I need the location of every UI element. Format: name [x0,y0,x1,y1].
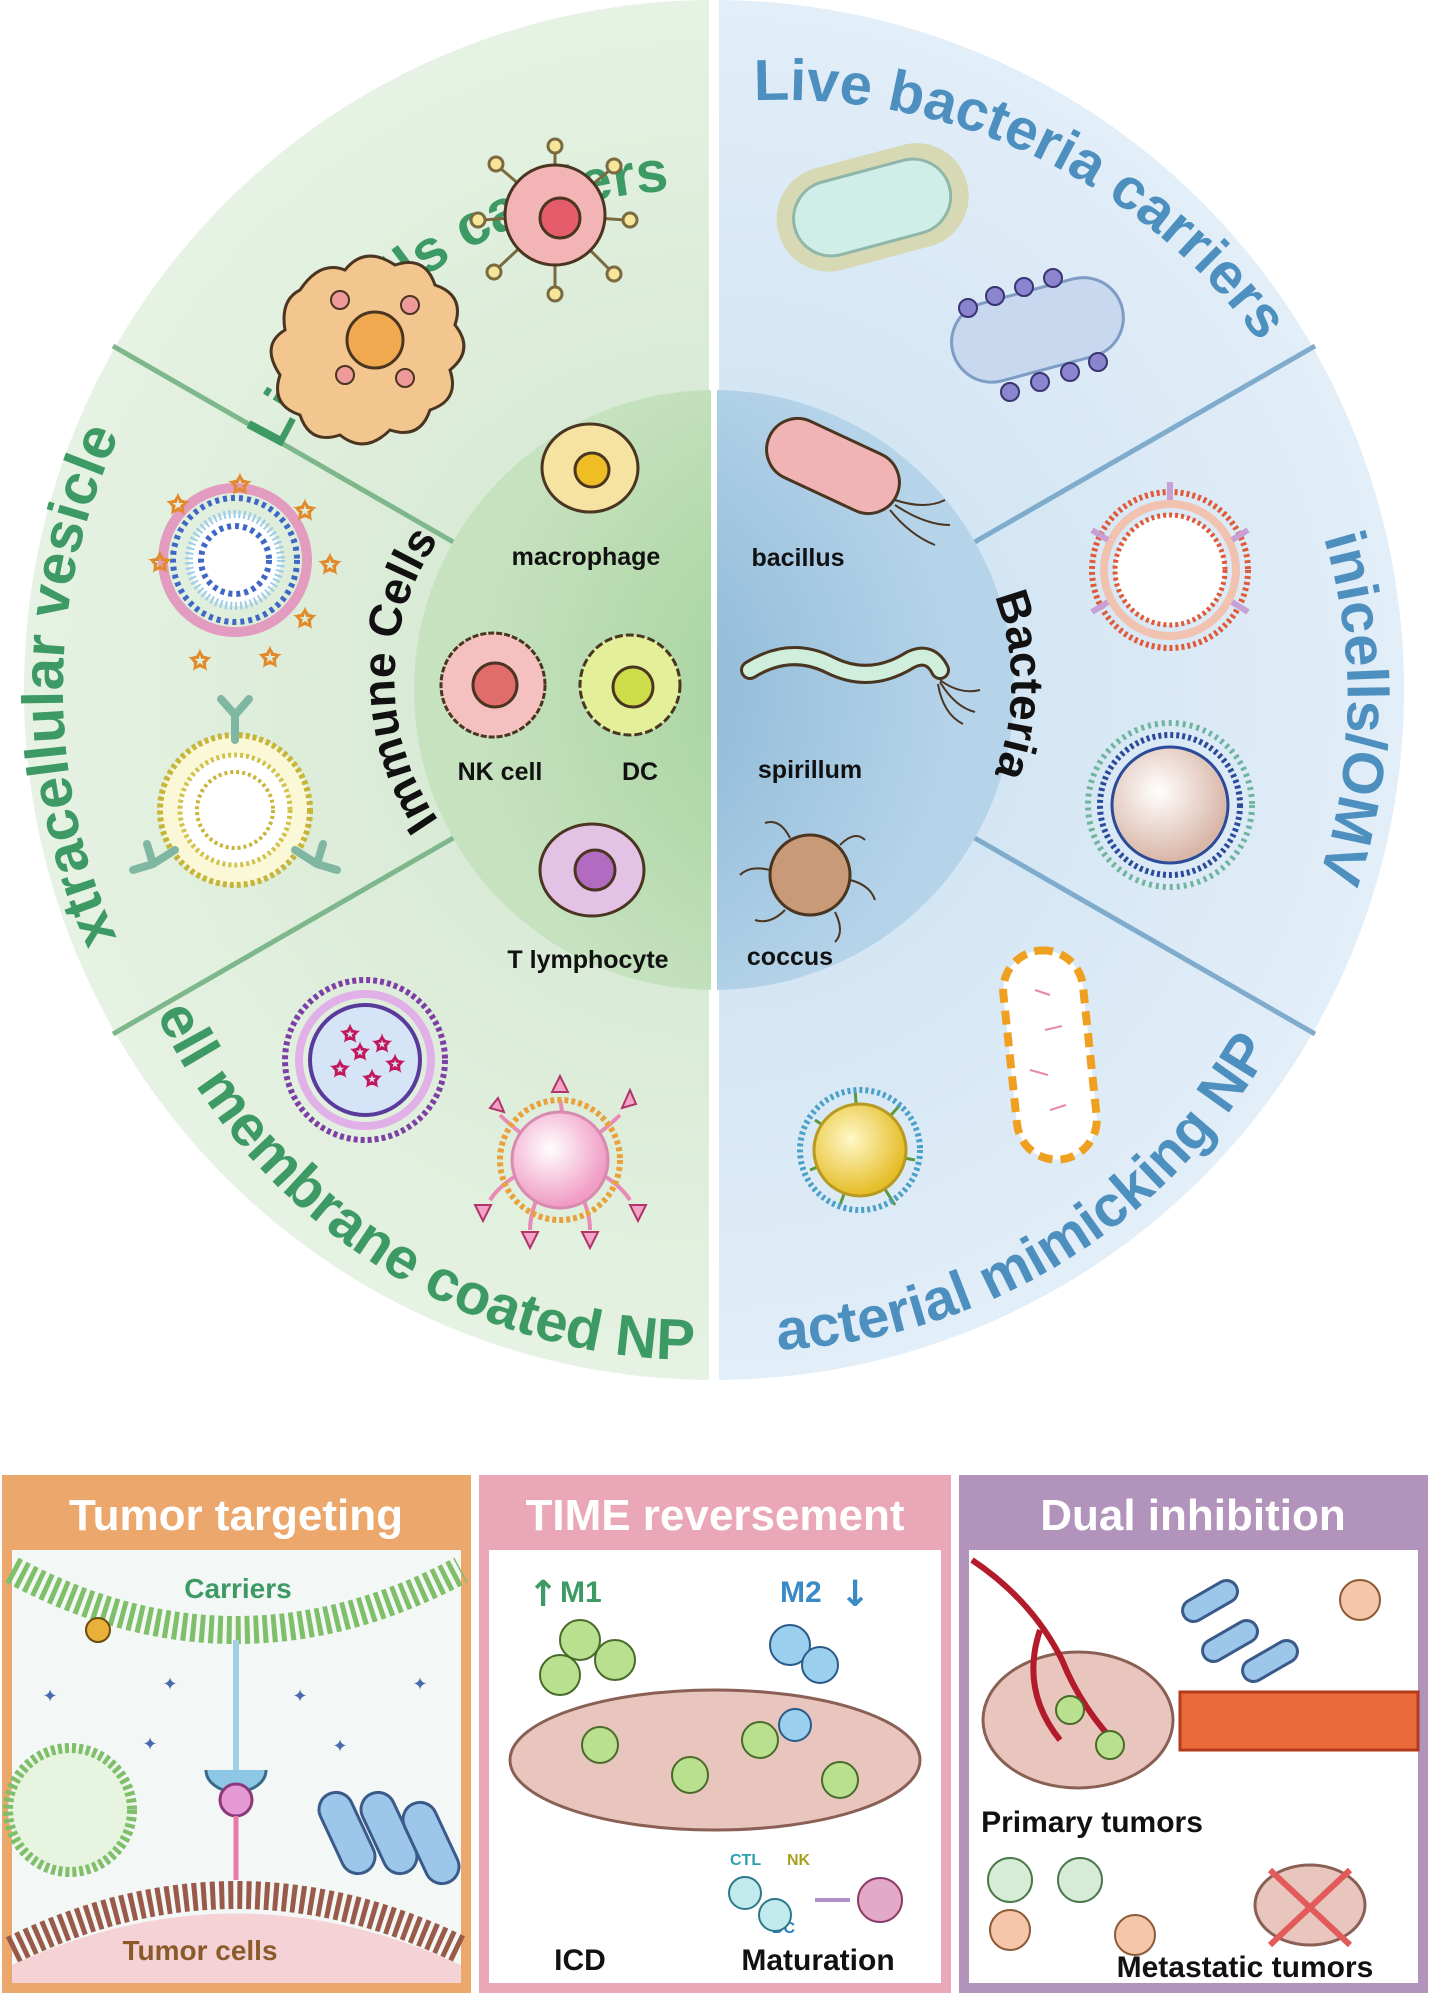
svg-text:✦: ✦ [292,1686,307,1706]
right-sector-dividers [971,343,1317,1037]
carriers-label: Carriers [184,1573,291,1604]
blood-vessel [1178,1690,1420,1752]
svg-text:✦: ✦ [412,1674,427,1694]
nk-label: NK [787,1852,811,1869]
minicell-illustration [1089,482,1251,651]
ctl-label: CTL [730,1852,761,1869]
icd-label: ICD [554,1944,606,1977]
spirillum-label: spirillum [758,756,862,784]
svg-text:↓: ↓ [840,1574,870,1615]
svg-text:✩: ✩ [191,648,209,673]
svg-text:✦: ✦ [42,1686,57,1706]
antibody-vesicle-illustration [129,695,341,888]
macrophage-label: macrophage [512,543,661,571]
panel-dual-inhibition: Dual inhibition Primary tumors Met [959,1475,1428,1993]
svg-text:✩: ✩ [352,1042,367,1062]
t-lymphocyte-label: T lymphocyte [507,946,668,974]
svg-text:↑: ↑ [528,1574,558,1615]
svg-text:✩: ✩ [231,472,249,497]
left-outer-half [24,0,714,1380]
bacillus-label: bacillus [751,544,844,572]
ligand-coated-np-illustration [473,1073,648,1251]
tumor-tissue [508,1688,922,1832]
svg-text:✩: ✩ [321,552,339,577]
svg-text:✩: ✩ [374,1034,389,1054]
svg-text:✩: ✩ [332,1059,347,1079]
tumor-membrane [5,1881,468,1963]
nk-cell-label: NK cell [458,758,543,786]
exosome-illustration: ✩ ✩ ✩ ✩ ✩ ✩ ✩ ✩ [150,471,340,674]
bacteria-carrier-illustration [776,143,1125,402]
panel1-title: Tumor targeting [69,1491,403,1540]
panel-tumor-targeting: Tumor targeting Carriers Tumor cells ✦ ✦ ✦… [2,1475,471,1993]
panel3-title: Dual inhibition [1040,1491,1346,1540]
dc-label: DC [622,758,658,786]
dendritic-core-illustration [578,633,682,737]
svg-text:✩: ✩ [151,550,169,575]
svg-text:✩: ✩ [387,1054,402,1074]
membrane-coated-np-illustration: ✩✩✩ ✩✩✩ [282,977,448,1143]
bacillus-illustration [765,417,951,546]
panel2-title: TIME reversement [525,1491,904,1540]
bacterial-mimicking-np-illustration [797,1087,923,1213]
wheel-diagram: Live cells carriers Extracellular vesicl… [0,0,1404,1380]
svg-text:✦: ✦ [162,1674,177,1694]
coccus-illustration [739,821,876,943]
panel-time-reversement: TIME reversement M1 ↑ M2 ↓ ICD Maturatio… [479,1475,951,1993]
right-outer-half [714,0,1404,1380]
svg-text:✩: ✩ [261,645,279,670]
nk-cell-illustration [439,631,547,739]
left-sector-dividers [111,343,457,1037]
carrier-membrane [5,1557,468,1644]
svg-text:✦: ✦ [142,1734,157,1754]
maturation-label: Maturation [741,1944,894,1977]
m2-label: M2 [780,1576,822,1609]
primary-tumors-label: Primary tumors [981,1806,1203,1839]
macrophage-illustration [540,422,640,514]
m1-label: M1 [560,1576,602,1609]
omv-illustration [1085,720,1255,890]
t-cell-receptor-illustration [469,137,639,303]
t-lymphocyte-illustration [538,822,646,918]
spirillum-illustration [740,646,981,725]
svg-text:✩: ✩ [364,1069,379,1089]
immune-core [414,390,714,990]
svg-text:✩: ✩ [296,498,314,523]
svg-text:✩: ✩ [296,606,314,631]
tumor-cells-label: Tumor cells [122,1935,277,1966]
dendritic-cell-illustration [269,254,466,446]
metastatic-tumors-label: Metastatic tumors [1117,1951,1374,1984]
coccus-label: coccus [747,943,833,971]
svg-text:✦: ✦ [332,1736,347,1756]
svg-text:✩: ✩ [169,492,187,517]
svg-text:✩: ✩ [342,1024,357,1044]
bacterial-ghost-illustration [999,946,1101,1164]
